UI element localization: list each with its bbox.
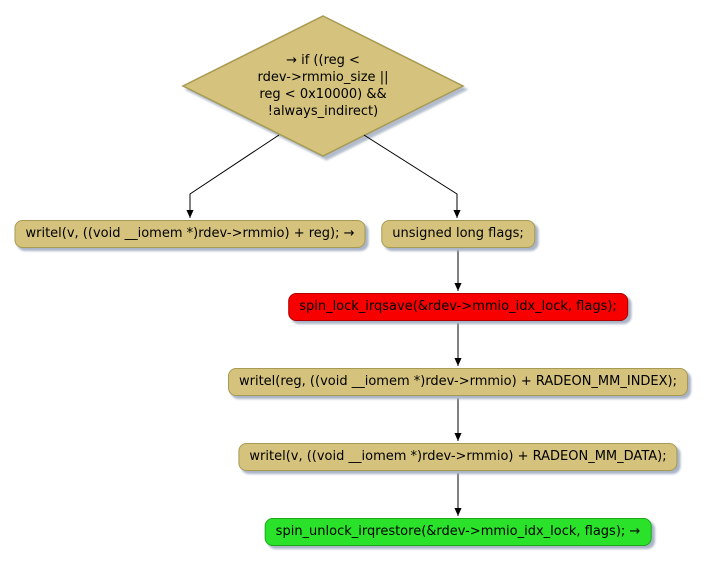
activity-node-declare-flags: unsigned long flags; — [381, 220, 535, 248]
activity-node-write-mm-data: writel(v, ((void __iomem *)rdev->rmmio) … — [238, 443, 678, 471]
activity-node-write-mm-index: writel(reg, ((void __iomem *)rdev->rmmio… — [227, 368, 689, 396]
edge-decision-to-declare-flags — [363, 134, 461, 218]
decision-diamond-shape — [181, 15, 465, 157]
activity-node-direct-write: writel(v, ((void __iomem *)rdev->rmmio) … — [14, 220, 366, 248]
activity-node-spin-unlock: spin_unlock_irqrestore(&rdev->mmio_idx_l… — [264, 518, 652, 546]
edge-decision-to-direct-write — [186, 134, 280, 218]
decision-node-label: → if ((reg < rdev->rmmio_size || reg < 0… — [257, 53, 389, 119]
activity-node-spin-lock: spin_lock_irqsave(&rdev->mmio_idx_lock, … — [288, 293, 628, 321]
